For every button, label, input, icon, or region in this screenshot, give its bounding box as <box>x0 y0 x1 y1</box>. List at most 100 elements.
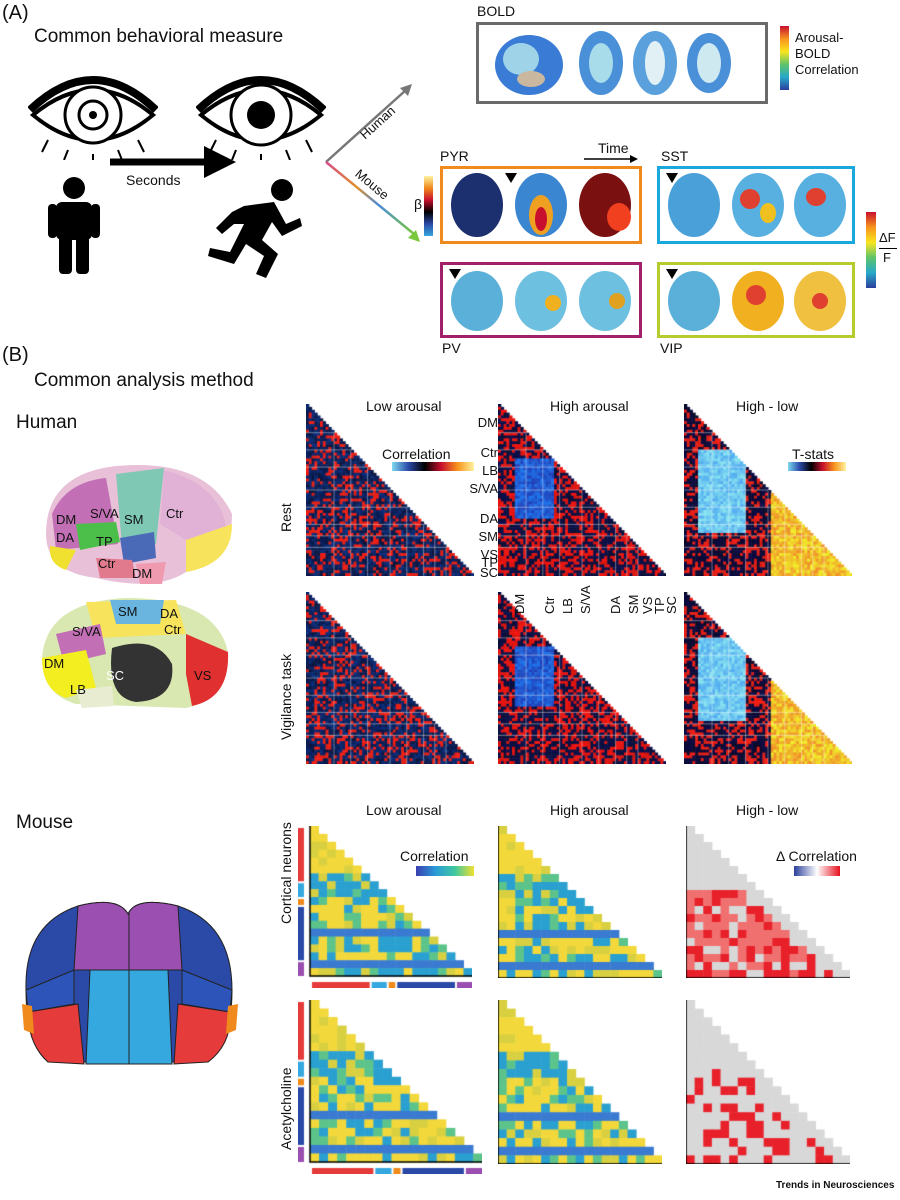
brain-bottom-label: DA <box>160 606 179 621</box>
human-matrix-vig-low <box>306 592 474 764</box>
network-axis-label: DM <box>512 593 527 614</box>
corr-colorbar <box>392 462 474 471</box>
human-matrix-rest-low <box>306 404 474 576</box>
network-axis-label: DA <box>608 595 623 614</box>
vip-maps <box>666 269 846 331</box>
standing-person-icon <box>48 177 100 274</box>
df-label: ΔF <box>879 230 896 245</box>
time-arrow <box>584 155 638 163</box>
vip-box <box>657 262 855 338</box>
brain-top-label: TP <box>96 534 113 549</box>
bold-cbar-label: Arousal- BOLD Correlation <box>795 30 859 78</box>
human-section-label: Human <box>16 412 78 433</box>
seconds-label: Seconds <box>126 172 181 188</box>
bold-cbar-line-3: Correlation <box>795 62 859 77</box>
panel-a-tag: (A) <box>2 2 29 24</box>
wide-eye-icon <box>196 76 326 160</box>
delta-corr-colorbar <box>794 866 840 876</box>
brain-bottom-label: VS <box>194 668 212 683</box>
pv-box <box>440 262 642 338</box>
human-matrix-vig-diff <box>684 592 852 764</box>
beta-colorbar <box>424 176 433 236</box>
network-axis-label: S/VA <box>578 585 593 614</box>
brain-top-label: Ctr <box>98 556 116 571</box>
brain-bottom-label: Ctr <box>164 622 182 637</box>
pv-maps <box>449 269 631 331</box>
mouse-matrix-cortical-diff <box>686 826 850 978</box>
human-matrix-rest-diff <box>684 404 852 576</box>
sst-label: SST <box>661 148 689 164</box>
corr-cbar-label: Correlation <box>382 446 451 462</box>
journal-footer: Trends in Neurosciences <box>776 1180 895 1191</box>
brain-bottom-label: DM <box>44 656 65 671</box>
f-label: F <box>883 250 891 265</box>
human-brain-lateral <box>46 465 232 584</box>
delta-corr-label: Δ Correlation <box>776 848 857 864</box>
panel-b-tag: (B) <box>2 344 29 366</box>
human-brain-medial <box>42 598 229 708</box>
row-label-ach: Acetylcholine <box>278 1067 294 1151</box>
tstats-colorbar <box>788 462 846 471</box>
mouse-col-title-high: High arousal <box>550 802 629 818</box>
mouse-matrix-cortical-high <box>498 826 662 978</box>
brain-top-label: DM <box>132 566 153 581</box>
bold-label: BOLD <box>477 3 516 19</box>
brain-top-label: Ctr <box>166 506 184 521</box>
mouse-matrix-ach-diff <box>686 1000 850 1164</box>
running-person-icon <box>208 179 302 278</box>
brain-bottom-label: SM <box>118 604 138 619</box>
mouse-matrix-cortical-low <box>298 826 472 988</box>
pyr-maps <box>451 173 631 237</box>
bold-box <box>476 22 768 104</box>
df-colorbar <box>866 212 876 288</box>
pyr-box <box>440 166 642 244</box>
network-axis-label: LB <box>560 598 575 614</box>
beta-label: β <box>414 196 423 212</box>
tstats-cbar-label: T-stats <box>792 446 835 462</box>
network-axis-label: SM <box>626 594 641 615</box>
human-mouse-branch <box>325 84 420 242</box>
network-label: Ctr <box>480 445 498 460</box>
network-label: SC <box>479 565 498 580</box>
network-label: DA <box>479 511 498 526</box>
mouse-section-label: Mouse <box>16 812 74 833</box>
panel-b-title: Common analysis method <box>34 370 254 391</box>
mouse-matrix-ach-low <box>298 1000 482 1174</box>
network-label: LB <box>482 463 498 478</box>
sst-box <box>657 166 855 244</box>
brain-bottom-label: S/VA <box>72 624 101 639</box>
mouse-matrix-ach-high <box>498 1000 662 1164</box>
open-eye-icon <box>28 76 158 160</box>
network-label: TP <box>481 555 498 570</box>
network-axis-label: SC <box>664 595 679 614</box>
mouse-cortex-atlas <box>22 901 238 1065</box>
panel-a-title: Common behavioral measure <box>34 26 284 47</box>
row-label-rest: Rest <box>278 503 294 532</box>
brain-top-label: DM <box>56 512 77 527</box>
pyr-label: PYR <box>440 148 469 164</box>
brain-top-label: DA <box>56 530 75 545</box>
df-fraction-bar <box>879 248 897 249</box>
brain-bottom-label: LB <box>70 682 86 697</box>
human-matrix-rest-high <box>498 404 666 576</box>
row-label-cortical: Cortical neurons <box>278 822 294 924</box>
vip-label: VIP <box>660 340 683 356</box>
mouse-corr-colorbar <box>416 866 474 876</box>
bold-cbar-line-1: Arousal- <box>795 30 844 45</box>
brain-top-label: S/VA <box>90 506 119 521</box>
time-label: Time <box>598 140 629 156</box>
mouse-corr-label: Correlation <box>400 848 469 864</box>
mouse-col-title-diff: High - low <box>736 802 799 818</box>
brain-top-label: SM <box>124 512 144 527</box>
bold-colorbar <box>780 26 789 90</box>
network-label: DM <box>477 415 498 430</box>
human-matrix-vig-high <box>498 592 666 764</box>
row-label-vigilance: Vigilance task <box>278 653 294 740</box>
mouse-col-title-low: Low arousal <box>366 802 442 818</box>
seconds-arrow <box>110 146 236 178</box>
pv-label: PV <box>442 340 461 356</box>
brain-bottom-label: SC <box>106 668 125 683</box>
sst-maps <box>666 173 846 237</box>
bold-brain-maps <box>495 31 731 95</box>
